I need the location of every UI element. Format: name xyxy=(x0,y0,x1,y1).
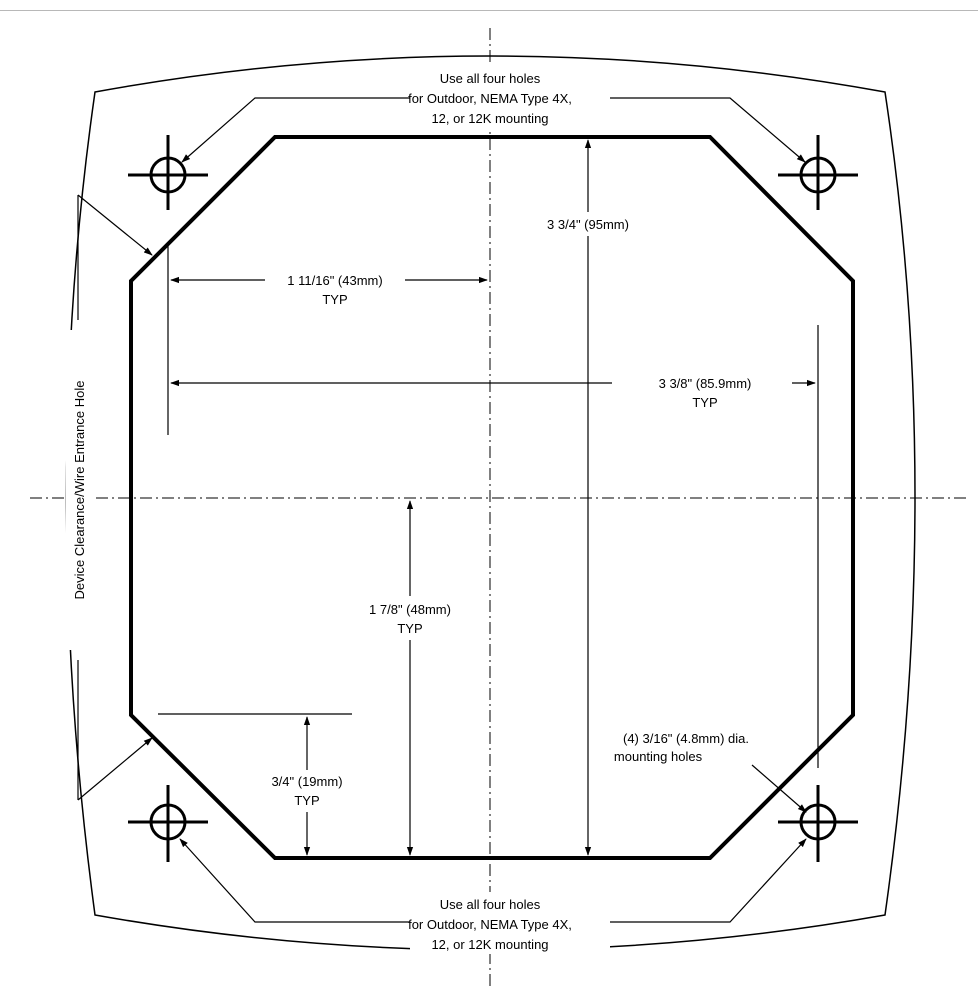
dim-corner-typ: TYP xyxy=(294,793,319,808)
side-bracket-arrow-bottom xyxy=(77,737,153,801)
bottom-note-line2: for Outdoor, NEMA Type 4X, xyxy=(408,917,572,932)
top-bar xyxy=(0,0,978,11)
side-label: Device Clearance/Wire Entrance Hole xyxy=(72,381,87,600)
dim-half-height-typ: TYP xyxy=(397,621,422,636)
dim-hole-span-typ: TYP xyxy=(692,395,717,410)
bottom-note-line3: 12, or 12K mounting xyxy=(431,937,548,952)
bottom-left-leader-arrow xyxy=(179,838,418,923)
mounting-hole-top-left xyxy=(128,135,208,210)
octagon-cutout xyxy=(129,135,855,860)
dim-left-offset-label: 1 11/16" (43mm) xyxy=(287,273,382,288)
holes-label-line2: mounting holes xyxy=(614,749,703,764)
top-note-line3: 12, or 12K mounting xyxy=(431,111,548,126)
dim-left-offset-typ: TYP xyxy=(322,292,347,307)
top-note-line2: for Outdoor, NEMA Type 4X, xyxy=(408,91,572,106)
dim-half-height-label: 1 7/8" (48mm) xyxy=(369,602,451,617)
mounting-hole-bottom-right xyxy=(778,785,858,862)
holes-label-line1: (4) 3/16" (4.8mm) dia. xyxy=(623,731,749,746)
top-right-leader-arrow xyxy=(603,97,806,163)
mounting-hole-top-right xyxy=(778,135,858,210)
bottom-note-line1: Use all four holes xyxy=(440,897,541,912)
holes-leader-arrow xyxy=(751,764,807,813)
bottom-right-leader-arrow xyxy=(603,838,807,923)
side-bracket-arrow-top xyxy=(77,194,153,256)
housing-outline xyxy=(65,55,916,951)
dim-height-label: 3 3/4" (95mm) xyxy=(547,217,629,232)
top-left-leader-arrow xyxy=(181,97,418,163)
dim-corner-label: 3/4" (19mm) xyxy=(271,774,342,789)
mounting-hole-bottom-left xyxy=(128,785,208,862)
top-note-line1: Use all four holes xyxy=(440,71,541,86)
dim-hole-span-label: 3 3/8" (85.9mm) xyxy=(659,376,752,391)
